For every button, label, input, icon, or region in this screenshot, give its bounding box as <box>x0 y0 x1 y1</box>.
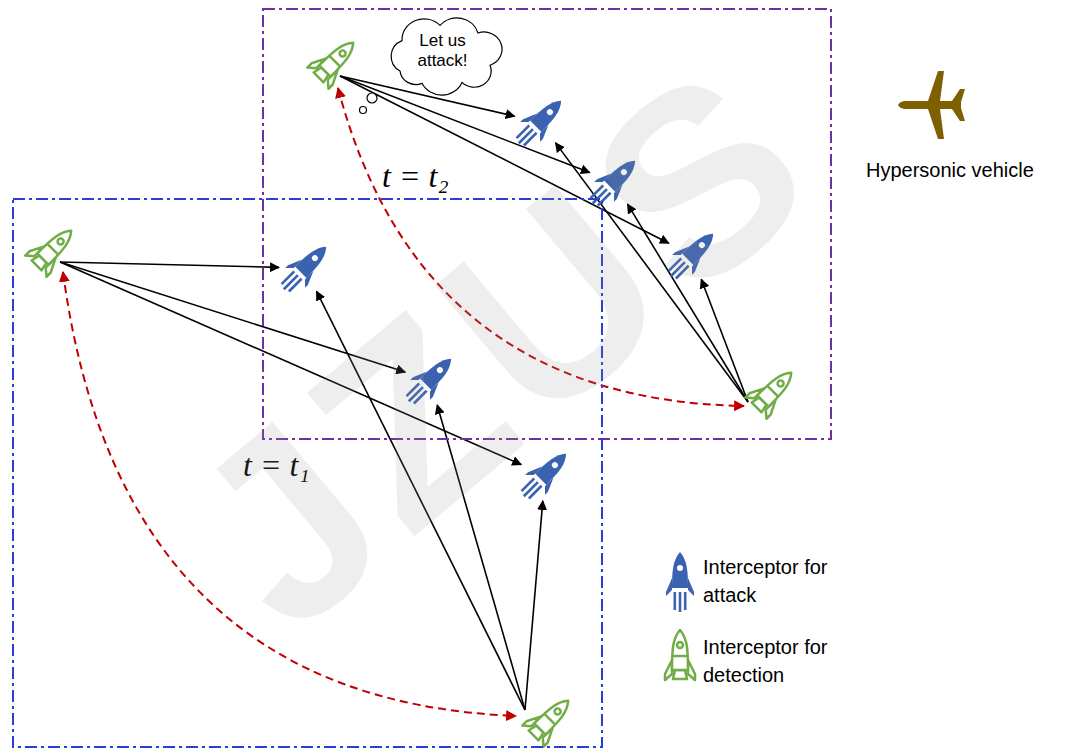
legend-icon <box>665 630 695 680</box>
attack-interceptor <box>274 237 336 299</box>
detection-interceptor <box>307 32 364 89</box>
thought-bubble <box>367 93 377 103</box>
speech-text: Let us attack! <box>406 31 480 70</box>
vehicle-label: Hypersonic vehicle <box>866 158 1034 182</box>
detection-interceptor <box>25 220 82 277</box>
legend-icons <box>665 552 695 680</box>
thought-bubbles <box>360 93 378 114</box>
detection-interceptor <box>745 362 802 419</box>
legend-label: Interceptor for attack <box>703 553 863 609</box>
time-label: t = t₂ <box>382 158 449 195</box>
link-arrow <box>60 262 279 267</box>
plane-shape <box>898 71 965 139</box>
legend-label: Interceptor for detection <box>703 633 863 689</box>
cloud-shape <box>391 18 502 95</box>
detection-interceptor <box>522 690 579 747</box>
hypersonic-vehicle-icon <box>898 71 965 139</box>
thought-cloud: Let us attack! <box>380 14 505 90</box>
link-arrow <box>525 501 543 710</box>
thought-bubble <box>360 107 367 114</box>
legend-icon <box>666 552 694 612</box>
